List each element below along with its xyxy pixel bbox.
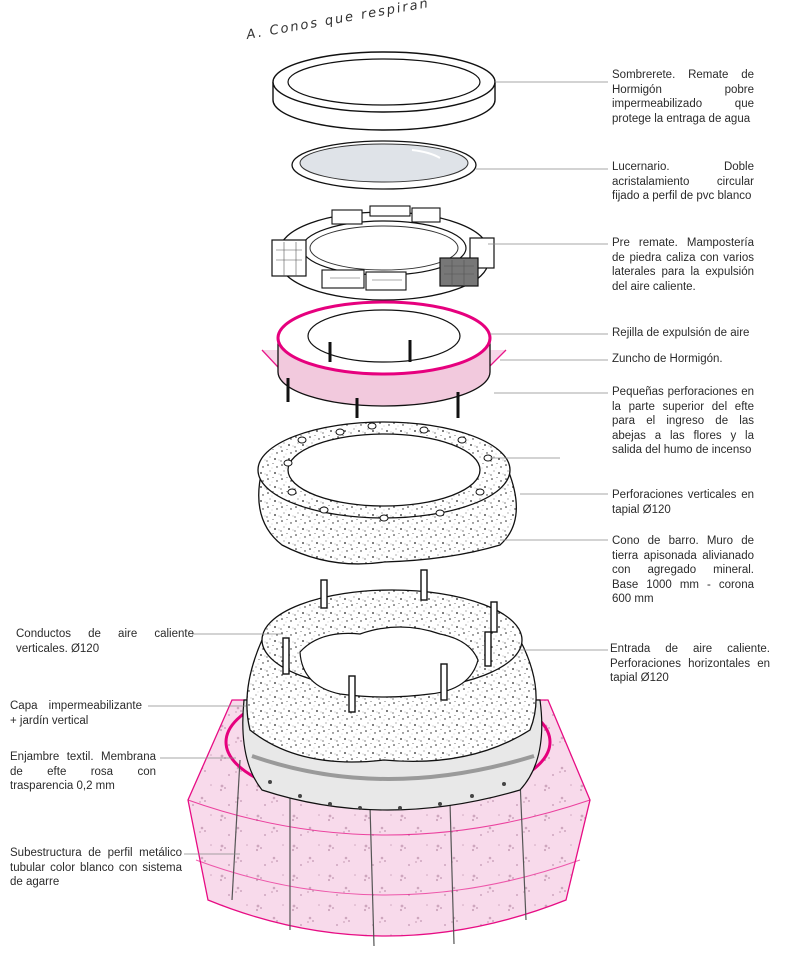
label-zuncho: Zuncho de Hormigón. bbox=[612, 353, 723, 365]
leader-lines bbox=[148, 81, 608, 855]
label-entrada-aire: Entrada de aire caliente. Perforaciones … bbox=[610, 643, 770, 684]
label-capa: Capa impermeabilizante + jardín vertical bbox=[10, 700, 142, 727]
pre-remate-masonry bbox=[271, 205, 495, 301]
label-subestructura: Subestructura de perfil metálico tubular… bbox=[10, 847, 182, 888]
cono-barro bbox=[246, 569, 537, 763]
label-perforaciones-verticales: Perforaciones verticales en tapial Ø120 bbox=[612, 489, 754, 516]
sombrerete-ring bbox=[272, 51, 496, 131]
label-conductos: Conductos de aire caliente verticales. Ø… bbox=[16, 628, 194, 655]
label-perforaciones-pequenas: Pequeñas perforaciones en la parte super… bbox=[612, 386, 754, 456]
cono-superior bbox=[257, 421, 517, 565]
label-enjambre: Enjambre textil. Membrana de efte rosa c… bbox=[10, 751, 156, 792]
label-lucernario: Lucernario. Doble acristalamiento circul… bbox=[612, 161, 754, 202]
lucernario-glass bbox=[291, 140, 477, 190]
label-cono-barro: Cono de barro. Muro de tierra apisonada … bbox=[612, 535, 754, 605]
label-sombrerete: Sombrerete. Remate de Hormigón pobre imp… bbox=[612, 69, 754, 125]
zuncho-ring bbox=[261, 300, 507, 418]
label-rejilla: Rejilla de expulsión de aire bbox=[612, 327, 750, 339]
label-pre-remate: Pre remate. Mampostería de piedra caliza… bbox=[612, 237, 754, 293]
